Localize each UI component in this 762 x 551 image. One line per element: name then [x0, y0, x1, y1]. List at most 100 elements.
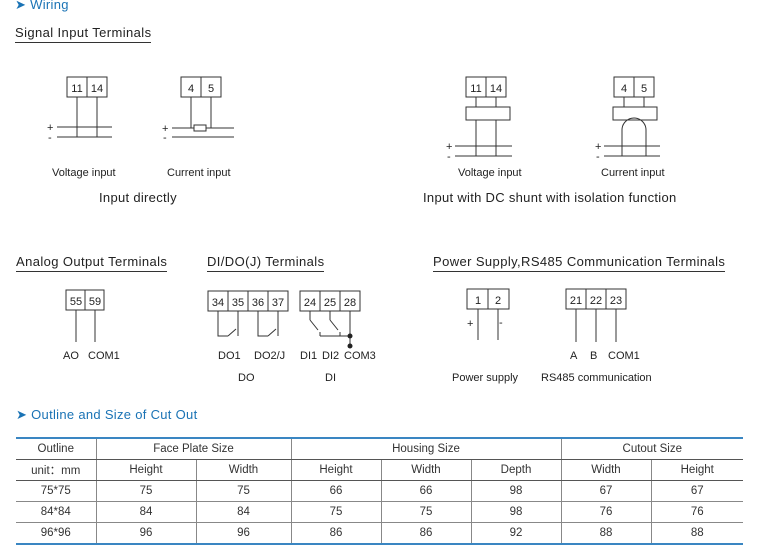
table-cell: 75 — [96, 480, 197, 502]
header-outline: Outline — [16, 437, 97, 460]
junction-dot — [347, 333, 353, 339]
table-cell: 96*96 — [16, 522, 97, 545]
plus-sign: + — [467, 318, 473, 330]
do1-label: DO1 — [218, 350, 241, 362]
table-cell: 86 — [291, 522, 382, 545]
table-cell: 75 — [291, 501, 382, 523]
cutout-height-header: Height — [651, 459, 743, 481]
rs485-a-label: A — [570, 350, 578, 362]
table-row: 75*75 75 75 66 66 98 67 67 — [16, 480, 743, 502]
di-caption: DI — [325, 372, 336, 384]
arrow-bullet-icon: ➤ — [16, 407, 28, 422]
table-cell: 76 — [561, 501, 652, 523]
unit-cell: unit：mm — [16, 459, 97, 481]
shunt-isolation-caption: Input with DC shunt with isolation funct… — [423, 190, 677, 205]
table-cell: 67 — [561, 480, 652, 502]
header-housing: Housing Size — [291, 437, 562, 460]
plus-sign: + — [446, 141, 452, 153]
terminal-num: 11 — [470, 83, 481, 95]
terminal-num: 28 — [344, 297, 356, 309]
isolation-module — [465, 106, 511, 121]
terminal-num: 34 — [212, 297, 224, 309]
table-cell: 75*75 — [16, 480, 97, 502]
current-input-label-2: Current input — [601, 167, 665, 179]
di1-label: DI1 — [300, 350, 318, 362]
terminal-num: 36 — [252, 297, 264, 309]
terminal-num: 2 — [495, 295, 501, 307]
table-cell: 66 — [291, 480, 382, 502]
terminal-num: 1 — [475, 295, 481, 307]
rs485-com1-label: COM1 — [608, 350, 640, 362]
do-caption: DO — [238, 372, 255, 384]
plus-sign: + — [162, 123, 168, 135]
table-header-row: Outline Face Plate Size Housing Size Cut… — [16, 437, 743, 460]
shunt-resistor — [193, 124, 207, 132]
do2j-label: DO2/J — [254, 350, 286, 362]
terminal-num: 5 — [208, 83, 214, 95]
terminal-num: 59 — [89, 296, 101, 308]
analog-output-title: Analog Output Terminals — [16, 254, 168, 272]
table-cell: 75 — [381, 501, 472, 523]
current-input-label: Current input — [167, 167, 231, 179]
com3-label: COM3 — [344, 350, 376, 362]
face-width-header: Width — [196, 459, 292, 481]
minus-sign: - — [499, 317, 503, 329]
table-cell: 67 — [651, 480, 743, 502]
junction-dot-2 — [347, 343, 353, 349]
arrow-bullet-icon: ➤ — [15, 0, 27, 12]
terminal-num: 5 — [641, 83, 647, 95]
shunt-loop — [621, 117, 647, 156]
terminal-num: 24 — [304, 297, 316, 309]
housing-width-header: Width — [381, 459, 472, 481]
table-cell: 84 — [96, 501, 197, 523]
terminal-num: 35 — [232, 297, 244, 309]
minus-sign: - — [447, 151, 451, 163]
table-cell: 75 — [196, 480, 292, 502]
terminal-num: 55 — [70, 296, 82, 308]
table-row: 84*84 84 84 75 75 98 76 76 — [16, 501, 743, 523]
face-height-header: Height — [96, 459, 197, 481]
plus-sign: + — [595, 141, 601, 153]
table-cell: 86 — [381, 522, 472, 545]
di2-label: DI2 — [322, 350, 340, 362]
table-cell: 98 — [471, 480, 562, 502]
table-cell: 76 — [651, 501, 743, 523]
housing-height-header: Height — [291, 459, 382, 481]
rs485-caption: RS485 communication — [541, 372, 652, 384]
outline-heading: ➤ Outline and Size of Cut Out — [16, 407, 197, 423]
terminal-num: 23 — [610, 295, 622, 307]
voltage-input-label: Voltage input — [52, 167, 116, 179]
isolation-module-2 — [612, 106, 658, 121]
table-row: 96*96 96 96 86 86 92 88 88 — [16, 522, 743, 545]
minus-sign: - — [596, 151, 600, 163]
header-face-plate: Face Plate Size — [96, 437, 292, 460]
terminal-num: 25 — [324, 297, 336, 309]
table-cell: 84 — [196, 501, 292, 523]
voltage-input-label-2: Voltage input — [458, 167, 522, 179]
minus-sign: - — [48, 132, 52, 144]
terminal-num: 21 — [570, 295, 582, 307]
dido-title: DI/DO(J) Terminals — [207, 254, 325, 272]
table-cell: 88 — [651, 522, 743, 545]
com1-label: COM1 — [88, 350, 120, 362]
cutout-width-header: Width — [561, 459, 652, 481]
power-rs485-title: Power Supply,RS485 Communication Termina… — [433, 254, 726, 272]
ao-label: AO — [63, 350, 79, 362]
terminal-num: 22 — [590, 295, 602, 307]
input-directly-caption: Input directly — [99, 190, 177, 205]
table-cell: 96 — [196, 522, 292, 545]
table-cell: 88 — [561, 522, 652, 545]
power-supply-caption: Power supply — [452, 372, 519, 384]
terminal-num: 4 — [188, 83, 194, 95]
terminal-num: 14 — [91, 83, 103, 95]
rs485-b-label: B — [590, 350, 598, 362]
table-cell: 66 — [381, 480, 472, 502]
wiring-heading-text: Wiring — [30, 0, 69, 12]
table-cell: 96 — [96, 522, 197, 545]
wiring-heading: ➤ Wiring — [15, 0, 69, 13]
outline-size-table: Outline Face Plate Size Housing Size Cut… — [16, 437, 743, 545]
header-cutout: Cutout Size — [561, 437, 743, 460]
terminal-num: 4 — [621, 83, 627, 95]
table-cell: 84*84 — [16, 501, 97, 523]
